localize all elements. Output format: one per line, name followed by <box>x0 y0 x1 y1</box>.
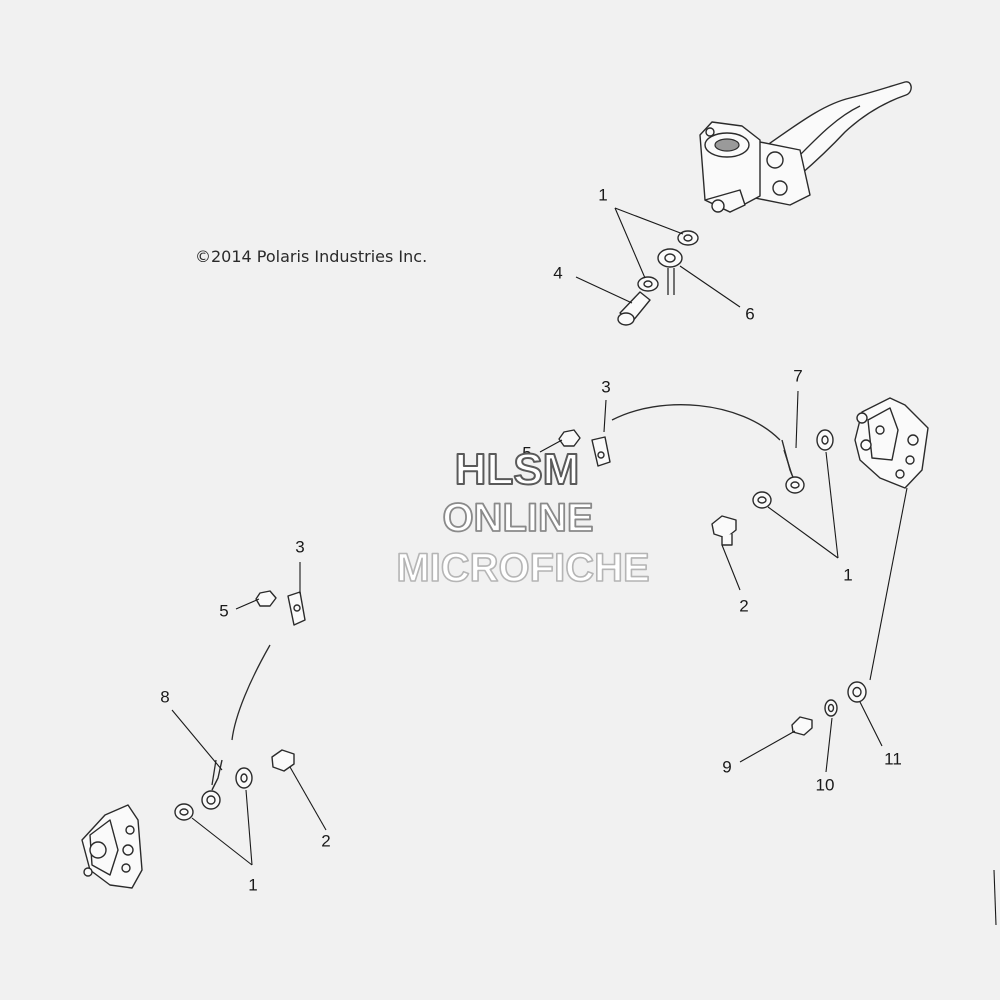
callout-4: 4 <box>553 263 562 282</box>
left-caliper <box>81 804 143 889</box>
washer-1-top-b <box>637 276 659 292</box>
banjo-bolt-4 <box>617 291 651 326</box>
clip-3-mid <box>591 436 611 467</box>
callout-5-left: 5 <box>219 601 228 620</box>
copyright-notice: ©2014 Polaris Industries Inc. <box>195 247 427 266</box>
callout-10: 10 <box>816 775 835 794</box>
washer-1-left-a <box>235 767 253 789</box>
callout-1-right: 1 <box>843 565 852 584</box>
callout-9: 9 <box>722 757 731 776</box>
callout-2-right: 2 <box>739 596 748 615</box>
right-caliper <box>854 397 929 489</box>
bolt-2-right <box>711 515 737 546</box>
master-cylinder-lever <box>699 81 912 213</box>
nut-5-mid <box>558 429 581 447</box>
bolt-9 <box>791 716 813 736</box>
clip-3-left <box>287 591 306 626</box>
callout-2-left: 2 <box>321 831 330 850</box>
nut-5-left <box>255 590 277 607</box>
washer-1-right-a <box>816 429 834 451</box>
callout-11: 11 <box>884 749 902 768</box>
watermark-line-1: HLSM <box>455 445 580 494</box>
washer-10 <box>824 699 838 717</box>
washer-1-top-a <box>677 230 699 246</box>
watermark: HLSM ONLINE MICROFICHE <box>396 444 651 591</box>
bolt-2-left <box>271 749 295 772</box>
callout-6: 6 <box>745 304 754 323</box>
banjo-fitting-6 <box>657 248 683 295</box>
spacer-11 <box>847 681 867 703</box>
watermark-line-3: MICROFICHE <box>396 546 649 590</box>
brake-line-7 <box>611 404 805 494</box>
callout-8: 8 <box>160 687 169 706</box>
washer-1-right-b <box>752 491 772 509</box>
edge-mark <box>993 869 997 926</box>
callout-1-left: 1 <box>248 875 257 894</box>
callout-5-mid: 5 <box>522 443 531 462</box>
callout-1-top: 1 <box>598 185 607 204</box>
callout-3-left: 3 <box>295 537 304 556</box>
washer-1-left-b <box>174 803 194 821</box>
callout-3-mid: 3 <box>601 377 610 396</box>
brake-line-8 <box>201 644 271 810</box>
callout-7: 7 <box>793 366 802 385</box>
watermark-line-2: ONLINE <box>442 496 593 540</box>
